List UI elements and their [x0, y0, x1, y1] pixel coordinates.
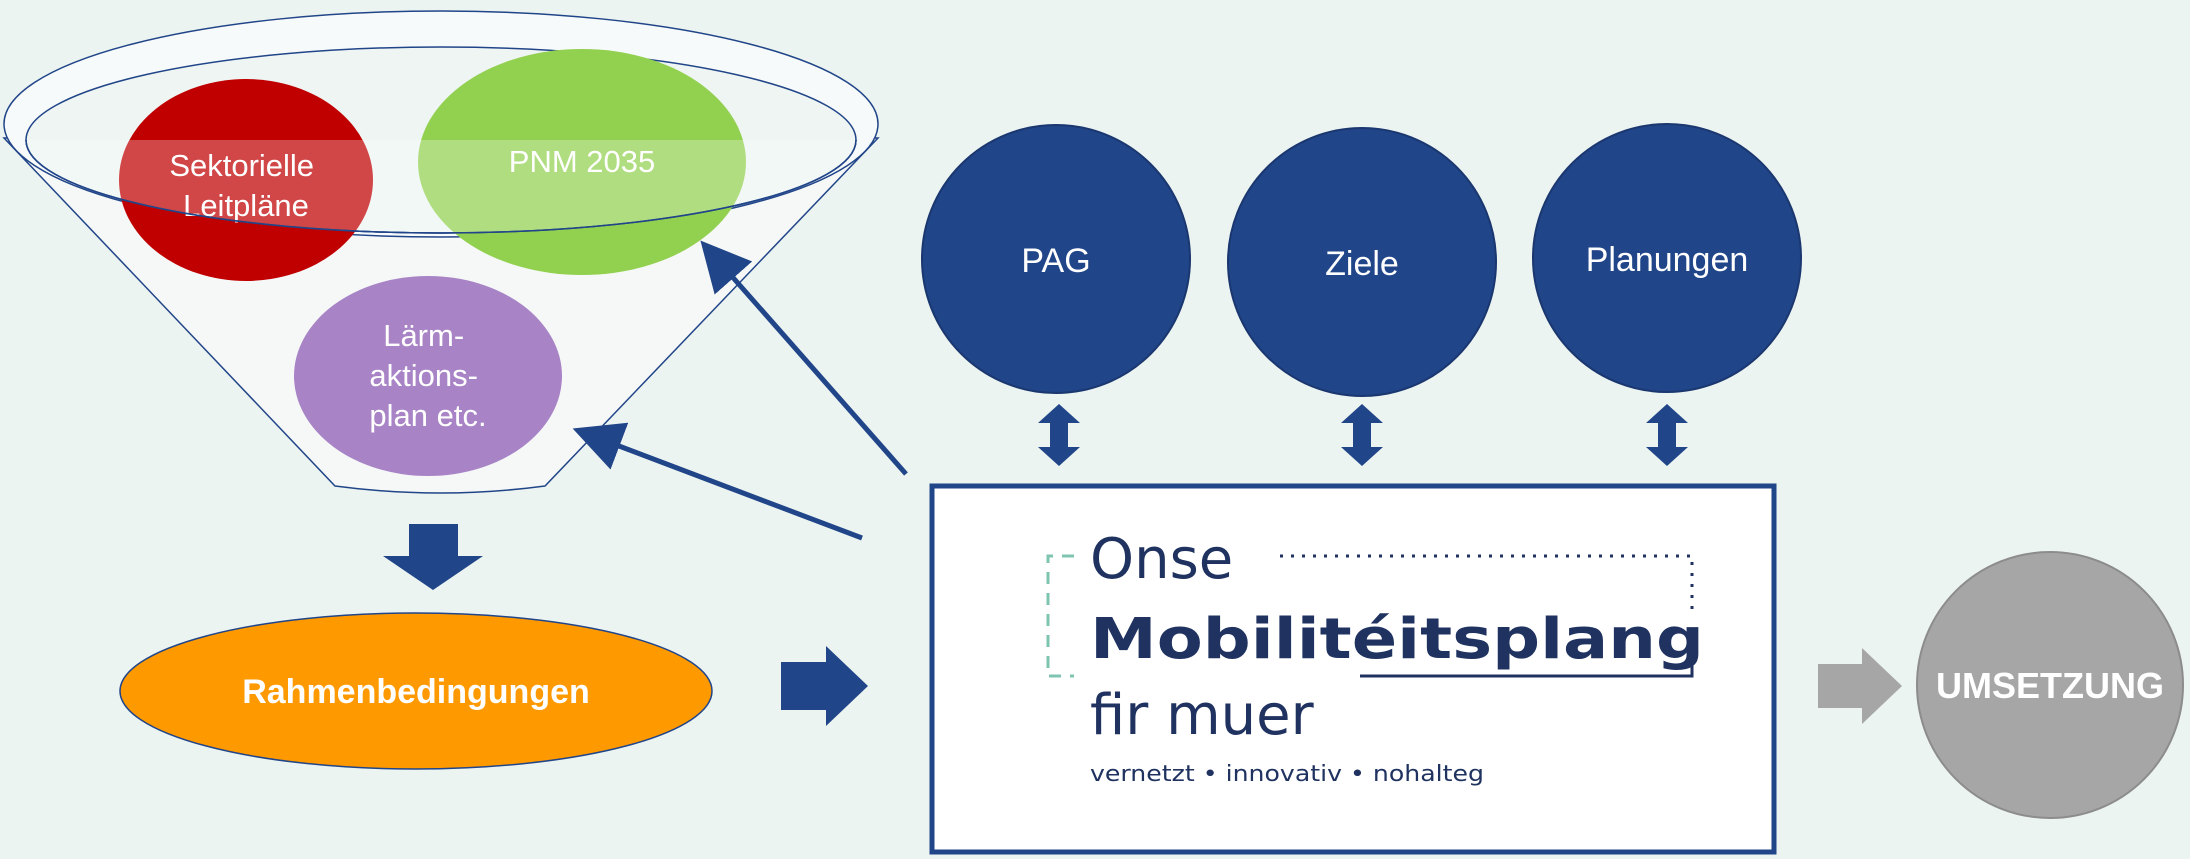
- logo-bracket-left: [1046, 554, 1074, 678]
- double-arrow-vertical-icon: [1646, 404, 1688, 466]
- planungen-circle: [1532, 123, 1802, 393]
- umsetzung-circle: [1916, 551, 2184, 819]
- umsetzung-node: UMSETZUNG: [1916, 551, 2184, 819]
- rahmenbedingungen-ellipse: [119, 612, 713, 770]
- pag-circle: [921, 124, 1191, 394]
- planungen-label: Planungen: [1586, 241, 1749, 279]
- sektorielle-leitplaene-node: Sektorielle Leitpläne: [119, 79, 373, 281]
- ziele-node: Ziele: [1227, 127, 1497, 397]
- logo-tagline: vernetzt • innovativ • nohalteg: [1090, 762, 1484, 787]
- rahmenbedingungen-label: Rahmenbedingungen: [242, 673, 590, 711]
- logo-solid-line: [1360, 650, 1694, 678]
- logo-line-mobiliteitsplang: Mobilitéitsplang: [1090, 607, 1704, 672]
- umsetzung-label: UMSETZUNG: [1936, 665, 2164, 706]
- laermaktionsplan-label-line1: Lärm-: [383, 318, 464, 353]
- block-arrow-right-icon: [1818, 648, 1902, 724]
- pag-node: PAG: [921, 124, 1191, 394]
- double-arrow-vertical-icon: [1341, 404, 1383, 466]
- double-arrow-vertical-icon: [1038, 404, 1080, 466]
- ziele-label: Ziele: [1325, 245, 1399, 283]
- rahmenbedingungen-node: Rahmenbedingungen: [119, 612, 713, 770]
- laermaktionsplan-ellipse: [294, 276, 562, 476]
- pag-label: PAG: [1021, 242, 1090, 280]
- sektorielle-leitplaene-ellipse: [119, 79, 373, 281]
- line-arrow-icon: [700, 240, 908, 476]
- ziele-circle: [1227, 127, 1497, 397]
- svg-text:Lärm- aktions- pla: Lärm- aktions- plan etc.: [369, 318, 486, 433]
- logo-line-onse: Onse: [1090, 527, 1233, 592]
- block-arrow-right-icon: [781, 646, 868, 726]
- laermaktionsplan-node: Lärm- aktions- plan etc.: [294, 276, 562, 476]
- logo-line-fir-muer: fir muer: [1090, 683, 1315, 748]
- svg-text:Sektorielle Leitpläne: Sektorielle Leitpläne: [169, 148, 322, 223]
- line-arrow-icon: [572, 422, 863, 541]
- laermaktionsplan-label-line3: plan etc.: [369, 398, 486, 433]
- laermaktionsplan-label-line2: aktions-: [369, 358, 478, 393]
- block-arrow-down-icon: [383, 524, 483, 590]
- sektorielle-leitplaene-label-line2: Leitpläne: [183, 188, 309, 223]
- pnm-2035-label: PNM 2035: [509, 144, 655, 179]
- sektorielle-leitplaene-label-line1: Sektorielle: [169, 148, 314, 183]
- logo-box-frame: [929, 483, 1777, 855]
- planungen-node: Planungen: [1532, 123, 1802, 393]
- funnel-rim-front-outline: [25, 139, 857, 234]
- logo-box: Onse Mobilitéitsplang fir muer vernetzt …: [929, 483, 1777, 855]
